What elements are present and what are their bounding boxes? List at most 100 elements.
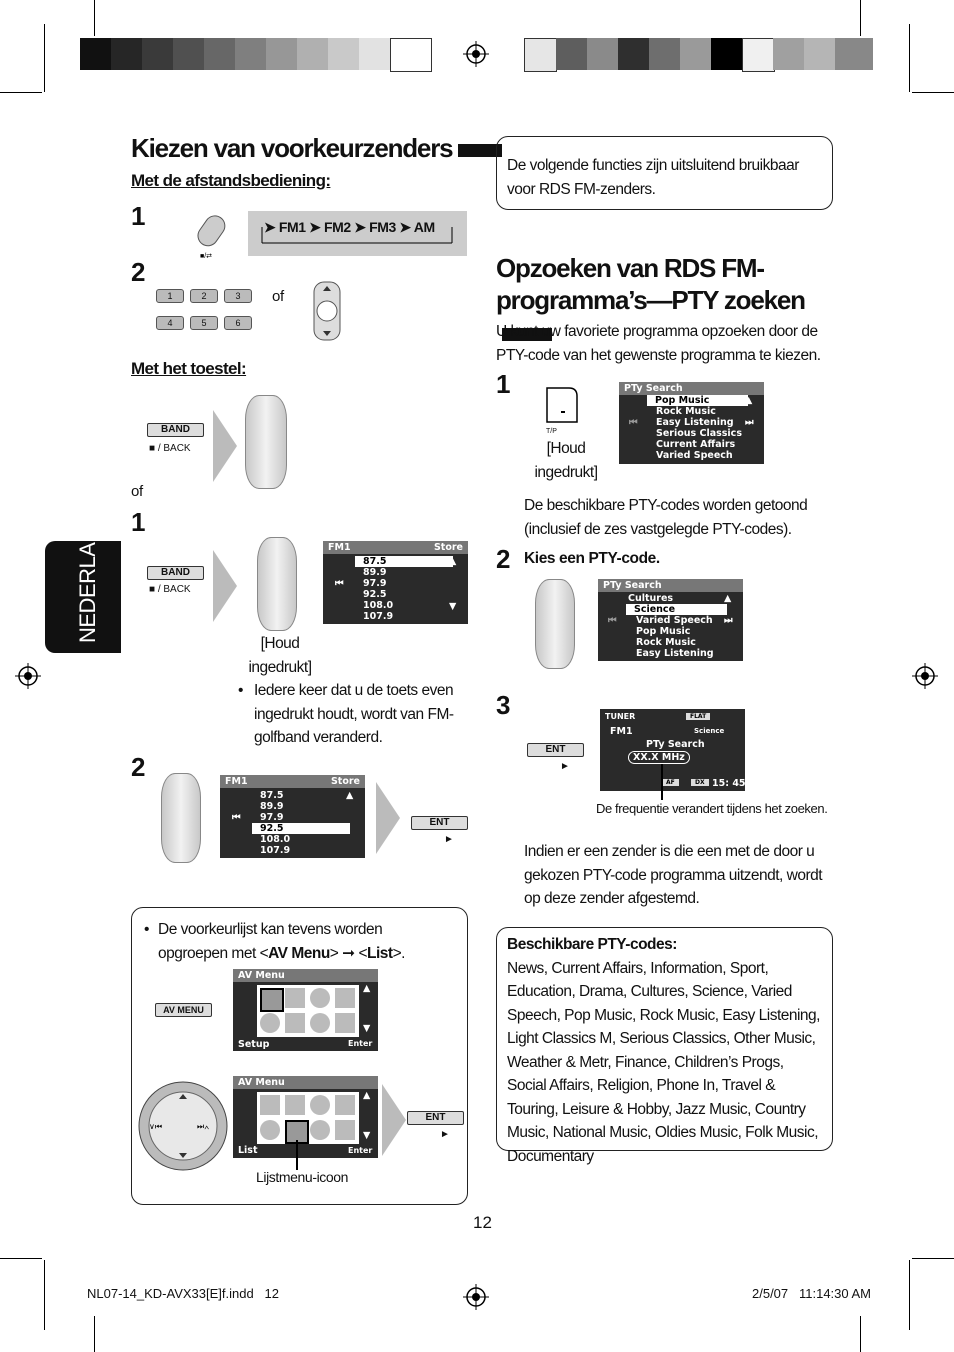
remote-button-3[interactable]: 3 xyxy=(224,289,252,303)
pty-codes-box xyxy=(496,927,833,1151)
svg-text:⏭∧: ⏭∧ xyxy=(197,1122,209,1131)
grid-icon[interactable] xyxy=(335,988,355,1008)
down-icon: ▼ xyxy=(449,601,457,612)
pty-item-3[interactable]: Varied Speech xyxy=(636,615,713,626)
equalizer-icon[interactable] xyxy=(285,1095,305,1115)
hold-note: [Houd ingedrukt] xyxy=(248,635,312,676)
ent-button[interactable]: ENT xyxy=(407,1111,464,1125)
pty-intro: U kunt uw favoriete programma opzoeken d… xyxy=(496,323,821,364)
registration-mark-icon xyxy=(463,1284,489,1310)
bluetooth-icon[interactable] xyxy=(310,1013,330,1033)
preset-item-5[interactable]: 108.0 xyxy=(363,600,394,611)
band-button[interactable]: BAND xyxy=(147,423,204,437)
remote-button-4[interactable]: 4 xyxy=(156,316,184,330)
band-back-remote-icon: ■/⇄ xyxy=(197,215,226,260)
disc-icon[interactable] xyxy=(310,988,330,1008)
step-number: 1 xyxy=(496,369,511,399)
pty-item-2[interactable]: Science xyxy=(626,604,727,615)
av-menu-note: • De voorkeurlijst kan tevens worden opg… xyxy=(144,921,405,962)
remote-button-2[interactable]: 2 xyxy=(190,289,218,303)
bluetooth-icon[interactable] xyxy=(310,1120,330,1140)
av-menu-button[interactable]: AV MENU xyxy=(155,1003,212,1017)
hold-note: [Houd ingedrukt] xyxy=(534,440,598,481)
preset-item-1[interactable]: 87.5 xyxy=(355,556,453,567)
settings-icon[interactable] xyxy=(260,1095,280,1115)
arrow-right-icon xyxy=(382,1084,406,1156)
preset-item-selected[interactable]: 92.5 xyxy=(252,823,350,834)
registration-mark-icon xyxy=(912,663,938,689)
bullet-note: • Iedere keer dat u de toets even ingedr… xyxy=(238,682,454,746)
pty-item-5[interactable]: Current Affairs xyxy=(656,439,736,450)
av-menu-note-box xyxy=(131,907,468,1205)
pty-item-1[interactable]: Pop Music xyxy=(647,395,748,406)
step-number: 3 xyxy=(496,690,511,720)
preset-item-3[interactable]: 97.9 xyxy=(363,578,387,589)
list-icon-caption: Lijstmenu-icoon xyxy=(256,1169,349,1185)
pty-item-3[interactable]: Easy Listening xyxy=(656,417,734,428)
band-button[interactable]: BAND xyxy=(147,566,204,580)
pty-search-screen-1: PTy Search Pop Music Rock Music Easy Lis… xyxy=(619,382,764,464)
av-menu-icon-grid[interactable] xyxy=(257,1092,359,1144)
clock-icon[interactable] xyxy=(260,1120,280,1140)
tuner-screen: TUNER FLAT FM1 Science PTy Search XX.X M… xyxy=(600,709,746,791)
preset-item-2[interactable]: 89.9 xyxy=(363,567,387,578)
list-icon[interactable] xyxy=(285,1013,305,1033)
pty-item-4[interactable]: Serious Classics xyxy=(656,428,742,439)
section-title-presets: Kiezen van voorkeurzenders xyxy=(131,132,503,164)
preset-item-6[interactable]: 107.9 xyxy=(363,611,394,622)
disc-icon[interactable] xyxy=(310,1095,330,1115)
pty-step2-text: Kies een PTY-code. xyxy=(524,550,660,567)
prev-icon: ⏮ xyxy=(232,812,241,823)
footer-date: 2/5/07 11:14:30 AM xyxy=(752,1286,872,1301)
remote-button-1[interactable]: 1 xyxy=(156,289,184,303)
pty-item-2[interactable]: Rock Music xyxy=(656,406,716,417)
step-number: 1 xyxy=(131,201,146,231)
pty-search-screen-2: PTy Search Cultures Science Varied Speec… xyxy=(598,579,743,661)
next-icon: ⏭ xyxy=(745,417,754,428)
clock-icon[interactable] xyxy=(260,1013,280,1033)
ent-button[interactable]: ENT xyxy=(411,816,468,830)
user-icon[interactable] xyxy=(335,1120,355,1140)
ent-button[interactable]: ENT xyxy=(527,743,584,757)
play-icon: ► xyxy=(560,761,570,772)
av-menu-icon-grid[interactable] xyxy=(257,985,359,1037)
pty-item-6[interactable]: Easy Listening xyxy=(636,648,714,659)
arrow-right-icon xyxy=(376,782,400,854)
tp-button-icon[interactable] xyxy=(544,385,580,440)
rds-note-text: De volgende functies zijn uitsluitend br… xyxy=(507,157,799,198)
step-number: 1 xyxy=(131,507,146,537)
prev-icon: ⏮ xyxy=(629,417,638,428)
grid-icon[interactable] xyxy=(335,1095,355,1115)
down-icon: ▼ xyxy=(363,1130,371,1141)
pty-item-4[interactable]: Pop Music xyxy=(636,626,691,637)
control-dial[interactable] xyxy=(535,579,575,669)
arrow-right-icon xyxy=(213,550,237,622)
play-icon: ► xyxy=(444,834,454,845)
av-control-wheel-icon[interactable]: ∨⏮⏭∧ xyxy=(137,1080,229,1172)
pty-item-5[interactable]: Rock Music xyxy=(636,637,696,648)
registration-mark-icon xyxy=(15,663,41,689)
callout-line xyxy=(661,764,663,800)
remote-button-6[interactable]: 6 xyxy=(224,316,252,330)
pty-codes: Beschikbare PTY-codes: News, Current Aff… xyxy=(507,936,820,1165)
control-dial[interactable] xyxy=(245,395,287,489)
remote-heading: Met de afstandsbediening: xyxy=(131,171,331,190)
control-dial[interactable] xyxy=(161,773,201,863)
up-icon: ▲ xyxy=(346,790,354,801)
remote-button-5[interactable]: 5 xyxy=(190,316,218,330)
tp-label: T/P xyxy=(546,428,557,435)
language-side-tab: NEDERLANDS xyxy=(45,498,121,653)
prev-icon: ⏮ xyxy=(335,578,344,589)
control-dial[interactable] xyxy=(257,537,297,631)
registration-mark-icon xyxy=(463,41,489,67)
pty-item-6[interactable]: Varied Speech xyxy=(656,450,733,461)
user-icon[interactable] xyxy=(335,1013,355,1033)
frequency-caption: De frequentie verandert tijdens het zoek… xyxy=(596,801,828,816)
preset-item-4[interactable]: 92.5 xyxy=(363,589,387,600)
settings-icon[interactable] xyxy=(260,988,284,1012)
rds-note-box xyxy=(496,136,833,210)
equalizer-icon[interactable] xyxy=(285,988,305,1008)
pty-item-1[interactable]: Cultures xyxy=(628,593,674,604)
